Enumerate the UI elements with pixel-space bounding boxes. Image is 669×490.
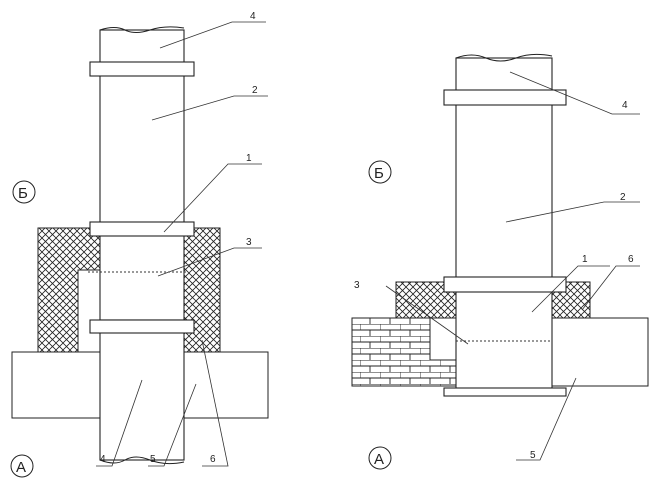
right-pipe-break-top [455,53,553,62]
right-leader-4 [509,71,640,115]
left-zone-a-label: А [16,459,26,476]
left-zone-b-label: Б [18,185,28,202]
left-brick-wall-right [183,351,269,419]
right-leader-1 [531,265,610,313]
left-leader-6 [201,339,229,467]
right-zone-a-label: А [374,451,384,468]
left-leader-5 [148,383,197,467]
left-pipe-break-top [99,26,185,33]
left-brick-wall-left [11,351,101,419]
left-figure: 4 2 1 3 4 5 6 Б А [10,11,269,478]
right-brick-wall-left [351,317,457,387]
right-callout-6: 6 [628,254,634,265]
left-clamp-top [89,61,195,77]
right-clamp-bottom [443,387,567,397]
left-leader-4-bottom [96,379,143,467]
right-clamp-middle [443,276,567,293]
right-brick-wall-right [551,317,649,387]
left-leader-2 [151,95,268,121]
right-callout-1: 1 [582,254,588,265]
left-leader-3 [157,247,262,277]
left-zone-a-circle [10,454,34,478]
left-leader-4-top [159,21,266,49]
right-zone-b-label: Б [374,165,384,182]
left-pipe-break-bottom [99,456,185,465]
right-callout-3: 3 [354,280,360,291]
left-callout-6: 6 [210,454,216,465]
right-zone-a-circle [368,446,392,470]
right-pipe [455,57,553,391]
right-leader-5 [516,377,577,461]
right-leader-6 [581,265,640,311]
left-callout-3: 3 [246,237,252,248]
right-callout-2: 2 [620,192,626,203]
left-zone-b-circle [12,180,36,204]
right-leader-2 [505,201,640,223]
left-clamp-lower [89,319,195,334]
left-callout-4-top: 4 [250,11,256,22]
left-lower-pipe [99,329,185,461]
left-callout-4-bottom: 4 [100,454,106,465]
right-clamp-top [443,89,567,106]
left-callout-5: 5 [150,454,156,465]
right-callout-5: 5 [530,450,536,461]
right-figure: 4 2 1 6 3 5 Б А [351,53,649,470]
left-clamp-middle [89,221,195,237]
right-zone-b-circle [368,160,392,184]
left-callout-2: 2 [252,85,258,96]
left-leader-1 [163,163,262,233]
left-callout-1: 1 [246,153,252,164]
right-leader-3 [385,285,469,345]
right-callout-4: 4 [622,100,628,111]
